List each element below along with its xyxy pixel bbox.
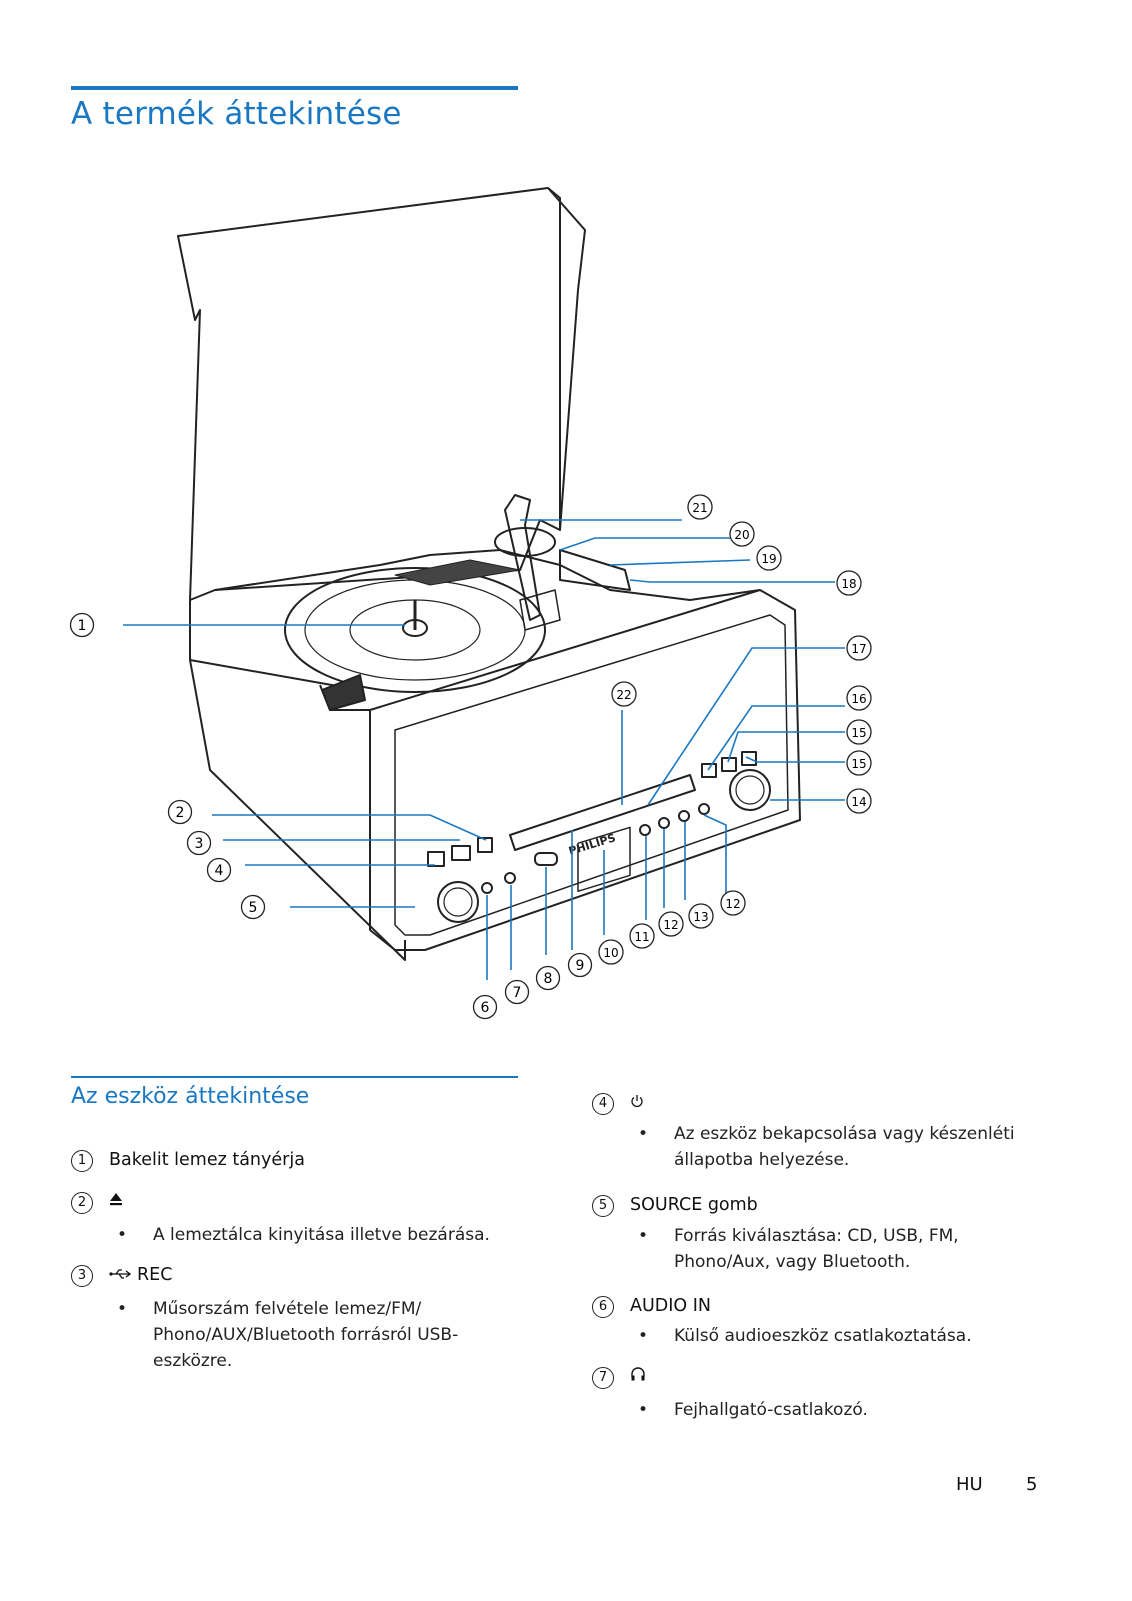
svg-text:12: 12 [725, 897, 740, 911]
svg-text:13: 13 [693, 910, 708, 924]
callout-14: 14 [846, 788, 872, 814]
svg-text:18: 18 [841, 577, 856, 591]
svg-text:3: 3 [195, 836, 204, 852]
svg-text:19: 19 [761, 552, 776, 566]
svg-text:16: 16 [851, 692, 866, 706]
volume-knob [729, 769, 771, 811]
brand-logo: PHILIPS [567, 831, 617, 858]
callout-7: 7 [504, 979, 530, 1005]
svg-text:17: 17 [851, 642, 866, 656]
svg-text:8: 8 [544, 971, 553, 987]
item-6: 6 AUDIO IN [592, 1293, 711, 1320]
item-5: 5 SOURCE gomb [592, 1192, 758, 1219]
svg-text:21: 21 [692, 501, 707, 515]
item-number: 2 [71, 1191, 93, 1214]
callout-19: 19 [756, 545, 782, 571]
item-1: 1 Bakelit lemez tányérja [71, 1147, 305, 1174]
callout-12a: 12 [658, 911, 684, 937]
item-label: Bakelit lemez tányérja [109, 1150, 305, 1170]
callout-13: 13 [688, 903, 714, 929]
headphone-icon [630, 1364, 646, 1391]
title-rule [71, 86, 518, 90]
front-panel [369, 589, 801, 951]
callout-11: 11 [629, 923, 655, 949]
cd-slot [509, 774, 696, 851]
callout-18: 18 [836, 570, 862, 596]
eject-icon [109, 1189, 123, 1216]
body-left-side [189, 600, 406, 961]
svg-text:7: 7 [513, 985, 522, 1001]
item-label: AUDIO IN [630, 1296, 712, 1316]
item-label: REC [137, 1265, 173, 1285]
platter [284, 567, 546, 693]
svg-text:14: 14 [851, 795, 866, 809]
item-number: 1 [71, 1149, 93, 1172]
svg-text:5: 5 [249, 900, 258, 916]
tonearm [504, 494, 541, 621]
svg-text:2: 2 [176, 805, 185, 821]
svg-text:9: 9 [576, 958, 585, 974]
callout-12b: 12 [720, 890, 746, 916]
callout-3: 3 [186, 830, 212, 856]
svg-text:11: 11 [634, 930, 649, 944]
callout-16: 16 [846, 685, 872, 711]
callout-6: 6 [472, 994, 498, 1020]
svg-text:6: 6 [481, 1000, 490, 1016]
product-diagram: PHILIPS 1 2 3 4 5 6 7 8 9 [69, 187, 872, 1020]
svg-text:20: 20 [734, 528, 749, 542]
section-title: Az eszköz áttekintése [71, 1084, 310, 1109]
lid [177, 187, 586, 601]
page-title: A termék áttekintése [71, 96, 402, 132]
callout-22: 22 [611, 681, 637, 707]
callout-5: 5 [240, 894, 266, 920]
svg-text:10: 10 [603, 946, 618, 960]
section-rule [71, 1076, 518, 1078]
callout-17: 17 [846, 635, 872, 661]
callout-2: 2 [167, 799, 193, 825]
item-number: 5 [592, 1194, 614, 1217]
svg-text:4: 4 [215, 863, 224, 879]
item-3: 3 REC [71, 1262, 172, 1289]
footer-lang: HU [956, 1474, 983, 1495]
callout-1: 1 [69, 612, 95, 638]
item-number: 4 [592, 1092, 614, 1115]
item-number: 6 [592, 1295, 614, 1318]
svg-text:15: 15 [851, 726, 866, 740]
svg-text:22: 22 [616, 688, 631, 702]
callout-15a: 15 [846, 719, 872, 745]
callout-9: 9 [567, 952, 593, 978]
svg-text:1: 1 [78, 618, 87, 634]
svg-text:12: 12 [663, 918, 678, 932]
item-7: 7 [592, 1364, 646, 1391]
callout-4: 4 [206, 857, 232, 883]
callout-20: 20 [729, 521, 755, 547]
usb-icon [109, 1262, 132, 1289]
source-knob [437, 881, 479, 923]
callout-10: 10 [598, 939, 624, 965]
page-number: 5 [1026, 1474, 1038, 1495]
callout-21: 21 [687, 494, 713, 520]
item-number: 7 [592, 1366, 614, 1389]
item-4: 4 [592, 1090, 644, 1117]
item-number: 3 [71, 1264, 93, 1287]
item-label: SOURCE gomb [630, 1195, 758, 1215]
item-2: 2 [71, 1189, 123, 1216]
callout-15b: 15 [846, 750, 872, 776]
svg-text:15: 15 [851, 757, 866, 771]
callout-8: 8 [535, 965, 561, 991]
power-icon [630, 1090, 644, 1117]
